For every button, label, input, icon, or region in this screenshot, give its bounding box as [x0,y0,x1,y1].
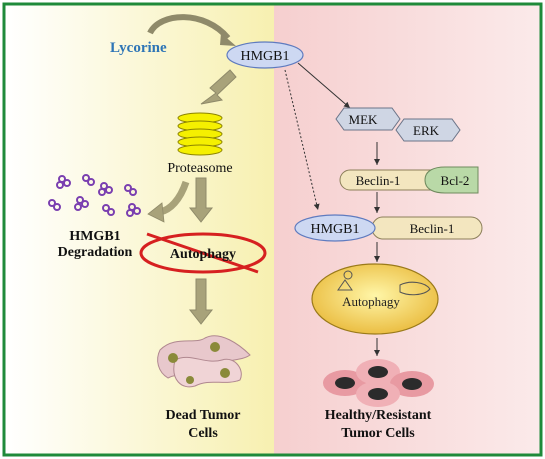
dead-tumor-line1: Dead Tumor [165,408,240,423]
hmgb1-degradation-line1: HMGB1 [69,229,120,244]
beclin1-complex-label: Beclin-1 [410,221,455,236]
hmgb1-degradation-line2: Degradation [58,245,133,260]
hmgb1-top-label: HMGB1 [240,49,289,64]
beclin1-top-label: Beclin-1 [356,173,401,188]
mek-shape [335,107,401,131]
dead-tumor-line2: Cells [188,426,218,441]
healthy-line1: Healthy/Resistant [325,408,432,423]
proteasome-down-arrow [188,177,214,223]
dead-tumor-cells-icon [157,335,251,388]
autophagy-blocked-oval [139,232,267,274]
autophagy-to-dead-arrow [188,278,214,325]
hmgb1-to-mek-line [297,62,351,109]
healthy-line2: Tumor Cells [341,426,415,441]
hmgb1-complex-oval [294,214,376,242]
hmgb1-to-proteasome-arrow [200,69,237,105]
healthy-tumor-cells-icon [323,359,434,407]
bcl2-shape [424,166,479,194]
autophagy-right-label: Autophagy [342,294,400,309]
autophagy-block-slash [146,232,259,274]
lycorine-label: Lycorine [110,40,167,56]
hmgb1-complex-label: HMGB1 [310,222,359,237]
erk-shape [395,118,461,142]
proteasome-label: Proteasome [167,161,232,176]
erk-label: ERK [413,123,440,138]
bcl2-label: Bcl-2 [441,173,470,188]
left-panel [6,5,274,454]
autophagy-blocked-label: Autophagy [170,247,236,262]
proteasome-icon [177,112,223,156]
hmgb1-particles-icon [48,174,141,217]
mek-label: MEK [349,112,379,127]
lycorine-curve-arrow [147,14,231,41]
autophagy-cargo-icon [337,270,431,296]
degradation-arrowhead [147,202,165,223]
hmgb1-top-oval [226,41,304,69]
lycorine-arrowhead [220,33,236,46]
